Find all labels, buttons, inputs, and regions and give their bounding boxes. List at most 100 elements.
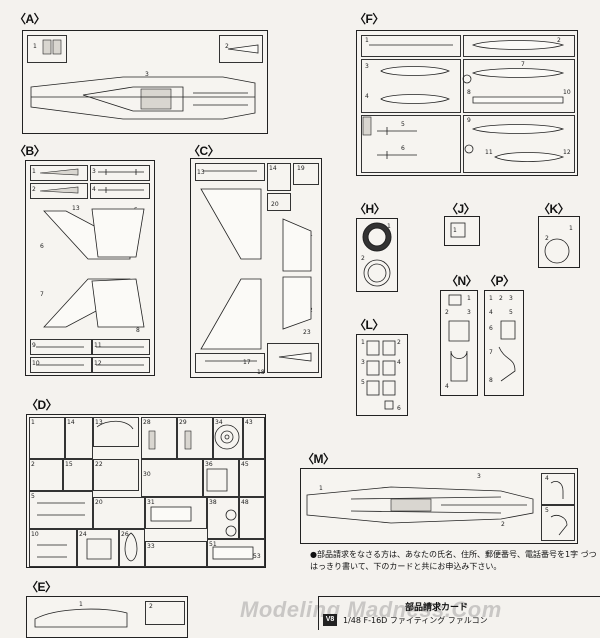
part-c23-number: 23 — [303, 329, 311, 336]
part-d48-number: 48 — [241, 499, 249, 506]
seats-l-drawing — [366, 340, 396, 410]
stores-f-drawing — [362, 40, 565, 162]
sprue-p: 1 2 3 4 5 6 7 8 — [484, 290, 524, 396]
part-c14-number: 14 — [269, 165, 277, 172]
part-c20-number: 20 — [271, 201, 279, 208]
part-b9-cell — [30, 339, 92, 355]
canopy-e-drawing — [34, 608, 128, 628]
part-d29-number: 29 — [179, 419, 187, 426]
part-c17-number: 17 — [243, 359, 251, 366]
part-k2-number: 2 — [545, 235, 549, 242]
part-n3-number: 3 — [467, 309, 471, 316]
part-d-cell-21 — [119, 529, 145, 567]
part-m1-number: 1 — [319, 485, 323, 492]
part-f5-number: 5 — [401, 121, 405, 128]
sprue-e: 2 1 — [26, 596, 188, 638]
part-f12-number: 12 — [563, 149, 571, 156]
part-d-cell-10 — [93, 459, 139, 491]
part-c17-cell — [195, 353, 265, 373]
part-f5-cell — [361, 115, 461, 173]
part-d-cell-13 — [239, 459, 265, 497]
section-c-label: 〈C〉 — [188, 144, 220, 158]
part-d-cell-22 — [145, 541, 207, 567]
part-b13-number: 13 — [72, 205, 80, 212]
wheels-h-drawing — [362, 222, 392, 287]
part-d-cell-20 — [77, 529, 119, 567]
part-d31-number: 31 — [147, 499, 155, 506]
part-f6-number: 6 — [401, 145, 405, 152]
part-a1-number: 1 — [33, 43, 37, 50]
part-c20-cell — [267, 193, 291, 211]
part-d-cell-12 — [203, 459, 239, 497]
part-l5-number: 5 — [361, 379, 365, 386]
part-d-cell-5 — [177, 417, 213, 459]
part-p7-number: 7 — [489, 349, 493, 356]
section-l-label: 〈L〉 — [354, 318, 384, 332]
part-m4-cell — [541, 473, 575, 505]
part-f1-cell — [361, 35, 461, 57]
part-n1-number: 1 — [467, 295, 471, 302]
part-a2-number: 2 — [225, 43, 229, 50]
part-h2-number: 2 — [361, 255, 365, 262]
sprue-m: 1 2 3 4 5 — [300, 468, 578, 544]
part-e2-cell — [145, 601, 185, 625]
sprue-a: 1 2 3 — [22, 30, 268, 134]
part-b2-cell — [30, 183, 88, 199]
part-m5-cell — [541, 505, 575, 541]
section-h-label: 〈H〉 — [354, 202, 386, 216]
section-m-label: 〈M〉 — [302, 452, 335, 466]
part-m3-number: 3 — [477, 473, 481, 480]
part-l6-number: 6 — [397, 405, 401, 412]
part-b10-number: 10 — [32, 360, 40, 367]
part-f3-number: 3 — [365, 63, 369, 70]
part-b10-cell — [30, 357, 92, 373]
part-f8-number: 8 — [467, 89, 471, 96]
part-d-cell-1 — [29, 417, 65, 459]
part-h1-number: 1 — [387, 223, 391, 230]
part-d-cell-2 — [65, 417, 93, 459]
part-p8-number: 8 — [489, 377, 493, 384]
pilot-p-drawing — [498, 320, 516, 382]
part-p4-number: 4 — [489, 309, 493, 316]
sprue-k: 1 2 — [538, 216, 580, 268]
part-d-cell-23 — [207, 539, 265, 567]
part-d24-number: 24 — [79, 531, 87, 538]
part-b6-number: 6 — [40, 243, 44, 250]
part-d-cell-18 — [239, 497, 265, 539]
part-b11-cell — [92, 339, 150, 355]
part-l4-number: 4 — [397, 359, 401, 366]
part-d22-number: 22 — [95, 461, 103, 468]
part-c19-number: 19 — [297, 165, 305, 172]
part-d2-number: 2 — [31, 461, 35, 468]
section-k-label: 〈K〉 — [538, 202, 570, 216]
order-card-title: 部品請求カード — [405, 603, 469, 613]
part-b12-cell — [92, 357, 150, 373]
part-m5-number: 5 — [545, 507, 549, 514]
part-f4-number: 4 — [365, 93, 369, 100]
part-a3-number: 3 — [145, 71, 149, 78]
part-m2-number: 2 — [501, 521, 505, 528]
part-b4-cell — [90, 183, 150, 199]
part-f11-number: 11 — [485, 149, 493, 156]
sprue-c: 13 14 15 16 17 18 19 20 21 22 23 24 — [190, 158, 322, 378]
part-d1-number: 1 — [31, 419, 35, 426]
part-n2-number: 2 — [445, 309, 449, 316]
order-card-code: V8 — [323, 614, 337, 626]
part-c18-number: 18 — [257, 369, 265, 376]
part-b7-number: 7 — [40, 291, 44, 298]
part-c19-cell — [293, 163, 319, 185]
part-d53-number: 53 — [253, 553, 261, 560]
part-d-cell-9 — [63, 459, 93, 491]
part-b8-number: 8 — [136, 327, 140, 334]
part-b4-number: 4 — [92, 186, 96, 193]
section-f-label: 〈F〉 — [354, 12, 384, 26]
part-f7-cell — [463, 59, 575, 113]
part-n4-number: 4 — [445, 383, 449, 390]
part-f9-cell — [463, 115, 575, 173]
part-l2-number: 2 — [397, 339, 401, 346]
fuselage-m-drawing — [306, 481, 568, 536]
part-d-cell-11 — [141, 459, 203, 497]
part-d-cell-8 — [29, 459, 63, 491]
order-card-kit-line: 1/48 F-16D ファイティング ファルコン — [343, 616, 488, 625]
